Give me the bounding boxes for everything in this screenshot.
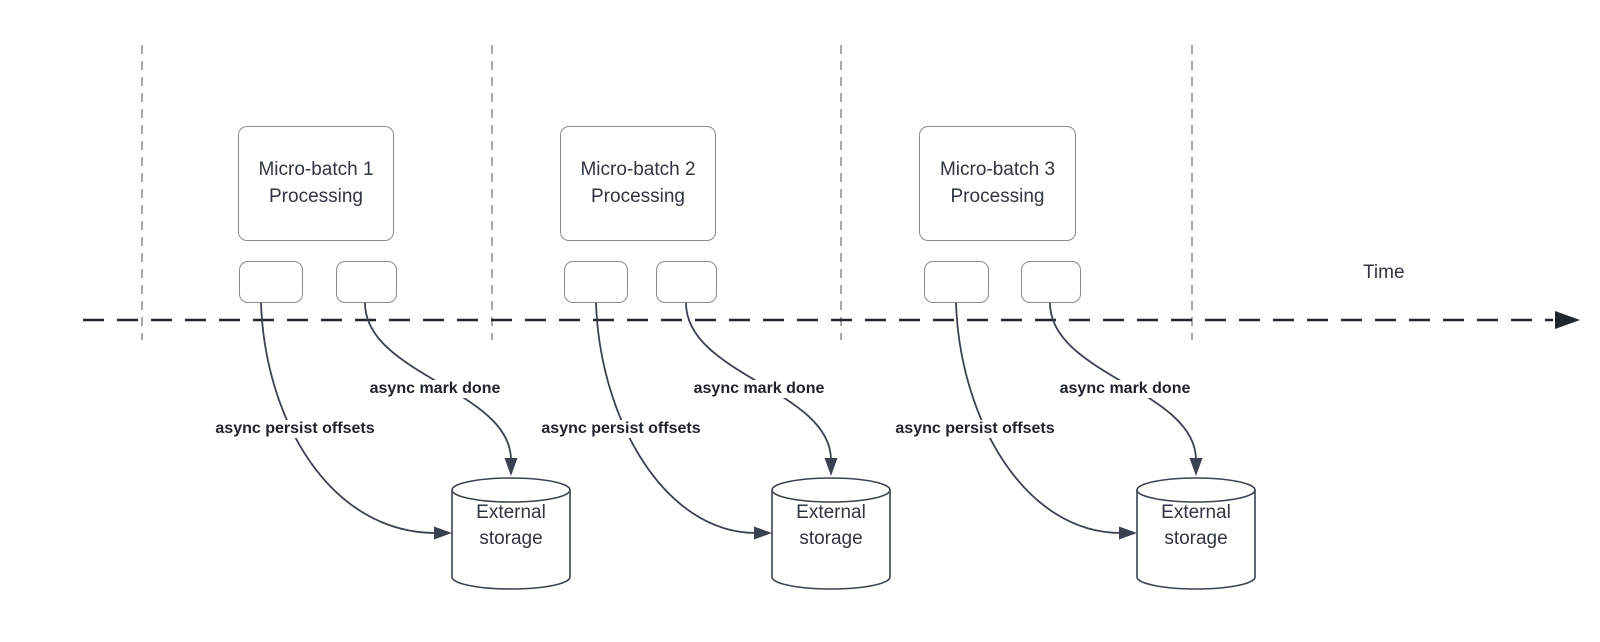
- external-storage-label-3-line1: External: [1161, 502, 1231, 523]
- external-storage-label-2: External storage: [772, 500, 890, 551]
- micro-batch-2-title: Micro-batch 2: [580, 159, 696, 181]
- micro-batch-1-processing-box: Micro-batch 1 Processing: [238, 126, 394, 241]
- micro-batch-2-processing-box: Micro-batch 2 Processing: [560, 126, 716, 241]
- external-storage-label-1-line2: storage: [479, 527, 543, 549]
- external-storage-label-1-line1: External: [476, 502, 546, 523]
- time-axis-arrowhead-icon: [1555, 311, 1580, 329]
- task-box-3-left: [924, 261, 989, 303]
- async-persist-offsets-label-2: async persist offsets: [538, 420, 704, 438]
- external-storage-label-3: External storage: [1137, 500, 1255, 551]
- async-mark-done-arrowhead-icon-3: [1189, 458, 1203, 476]
- external-storage-cylinder-1: [451, 477, 571, 590]
- external-storage-label-2-line2: storage: [799, 527, 863, 549]
- task-box-2-left: [564, 261, 628, 303]
- async-mark-done-label-1: async mark done: [366, 380, 504, 398]
- async-persist-offsets-arrow-3: [955, 302, 1122, 534]
- async-persist-offsets-arrowhead-icon-2: [754, 526, 772, 540]
- async-mark-done-arrowhead-icon-1: [504, 458, 518, 476]
- time-axis-label: Time: [1363, 262, 1405, 283]
- external-storage-label-1: External storage: [452, 500, 570, 551]
- async-mark-done-label-2: async mark done: [690, 380, 828, 398]
- micro-batch-1-subtitle: Processing: [269, 185, 363, 207]
- external-storage-cylinder-2: [771, 477, 891, 590]
- external-storage-cylinder-3: [1136, 477, 1256, 590]
- task-box-1-right: [336, 261, 397, 303]
- async-persist-offsets-arrow-1: [260, 302, 437, 534]
- async-persist-offsets-arrow-2: [595, 302, 757, 534]
- micro-batch-3-title: Micro-batch 3: [939, 159, 1056, 181]
- async-persist-offsets-arrowhead-icon-3: [1119, 526, 1137, 540]
- async-persist-offsets-arrowhead-icon-1: [434, 526, 452, 540]
- task-box-2-right: [656, 261, 717, 303]
- micro-batch-3-subtitle: Processing: [950, 185, 1045, 207]
- micro-batch-3-processing-box: Micro-batch 3 Processing: [919, 126, 1076, 241]
- async-persist-offsets-label-3: async persist offsets: [892, 420, 1058, 438]
- task-box-3-right: [1021, 261, 1081, 303]
- external-storage-label-3-line2: storage: [1164, 527, 1228, 549]
- external-storage-label-2-line1: External: [796, 502, 866, 523]
- task-box-1-left: [239, 261, 303, 303]
- async-mark-done-arrowhead-icon-2: [824, 458, 838, 476]
- async-persist-offsets-label-1: async persist offsets: [212, 420, 378, 438]
- micro-batch-2-subtitle: Processing: [591, 185, 685, 207]
- async-mark-done-label-3: async mark done: [1056, 380, 1194, 398]
- micro-batch-1-title: Micro-batch 1: [258, 159, 374, 181]
